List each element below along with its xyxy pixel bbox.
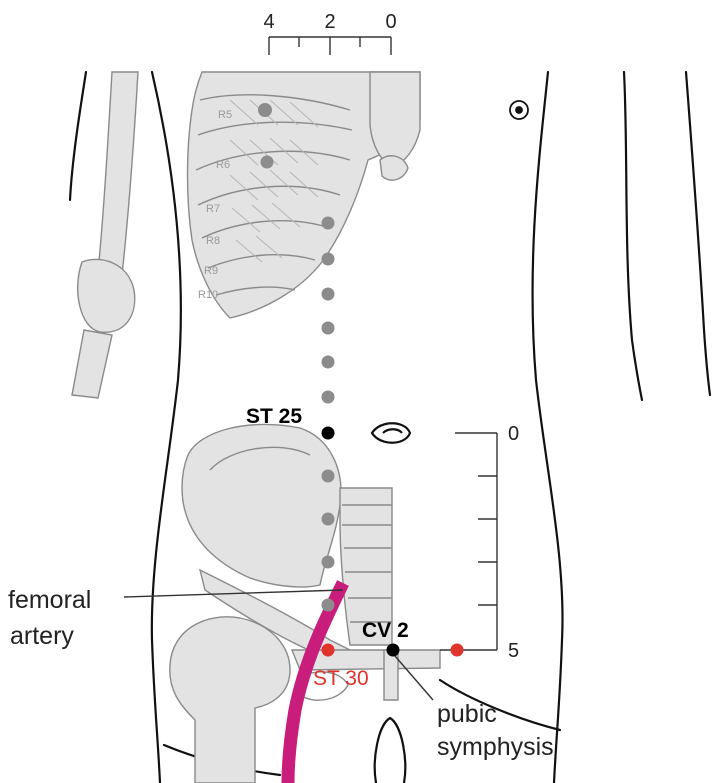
left-arm-inner-contour [68,70,88,202]
top-scale-tick-label: 4 [263,11,274,33]
sacrum-segments [342,504,392,623]
st30-label: ST 30 [313,667,369,690]
rib-lines [195,94,353,296]
rib-label: R7 [206,203,220,215]
pubic-symphysis-label-line1: pubic [437,700,497,728]
ribcage [186,71,421,319]
ribcage-silhouette [186,71,421,319]
femoral-artery-label-line1: femoral [8,586,91,614]
iliac-wing [181,423,342,588]
top-scale-tick-label: 0 [385,11,396,33]
body-outline [68,70,712,783]
guide-dot [321,252,335,266]
guide-dots [258,103,335,612]
guide-dot [321,598,335,612]
right-scale-labels: 0 5 [508,423,519,662]
guide-dot [321,287,335,301]
rib-label: R8 [206,235,220,247]
guide-dot [321,390,335,404]
xiphoid [379,155,409,181]
genital-contour [373,716,407,783]
top-scale-labels: 4 2 0 [263,11,396,33]
rib-label: R9 [204,265,218,277]
guide-dot [321,555,335,569]
st30-point [321,643,335,657]
guide-dot [321,216,335,230]
rib-hatching [229,99,319,263]
guide-dot [321,321,335,335]
right-scale-top-label: 0 [508,423,519,445]
femoral-artery-label-line2: artery [10,622,74,650]
forearm-bones [71,329,113,399]
guide-dot [260,155,274,169]
right-torso-contour [531,70,564,783]
pubic-leader [394,655,434,701]
obturator-foramen [299,671,349,701]
rib-label: R5 [218,109,232,121]
guide-dot [321,469,335,483]
humerus [97,71,139,276]
navel [370,422,412,444]
right-scale [440,432,498,651]
st25-point [321,426,335,440]
rib-label: R10 [198,289,218,301]
points [321,426,464,657]
guide-dot [321,355,335,369]
guide-dot [321,512,335,526]
right-arm-outer-contour [684,70,712,397]
pubic-symphysis-label-line2: symphysis [437,733,554,761]
iliac-inner [209,446,311,471]
top-scale-tick-label: 2 [324,11,335,33]
cv2-label: CV 2 [362,619,409,642]
right-scale-bottom-label: 5 [508,640,519,662]
groin-right-contour [438,678,562,732]
femur-head [169,616,291,783]
femoral-artery [281,580,349,783]
femoral-leader [123,589,344,598]
right-arm-inner-contour [622,70,644,402]
nipple [509,100,529,120]
guide-dot [258,103,272,117]
arm-skeleton [71,71,139,399]
leader-lines [123,589,434,701]
cv2-point [386,643,400,657]
elbow [76,258,136,333]
rib-labels: R5 R6 R7 R8 R9 R10 [198,109,232,301]
st25-label: ST 25 [246,405,302,428]
st30-right-point [450,643,464,657]
top-scale [268,36,392,55]
rib-label: R6 [216,159,230,171]
left-torso-contour [150,70,182,783]
